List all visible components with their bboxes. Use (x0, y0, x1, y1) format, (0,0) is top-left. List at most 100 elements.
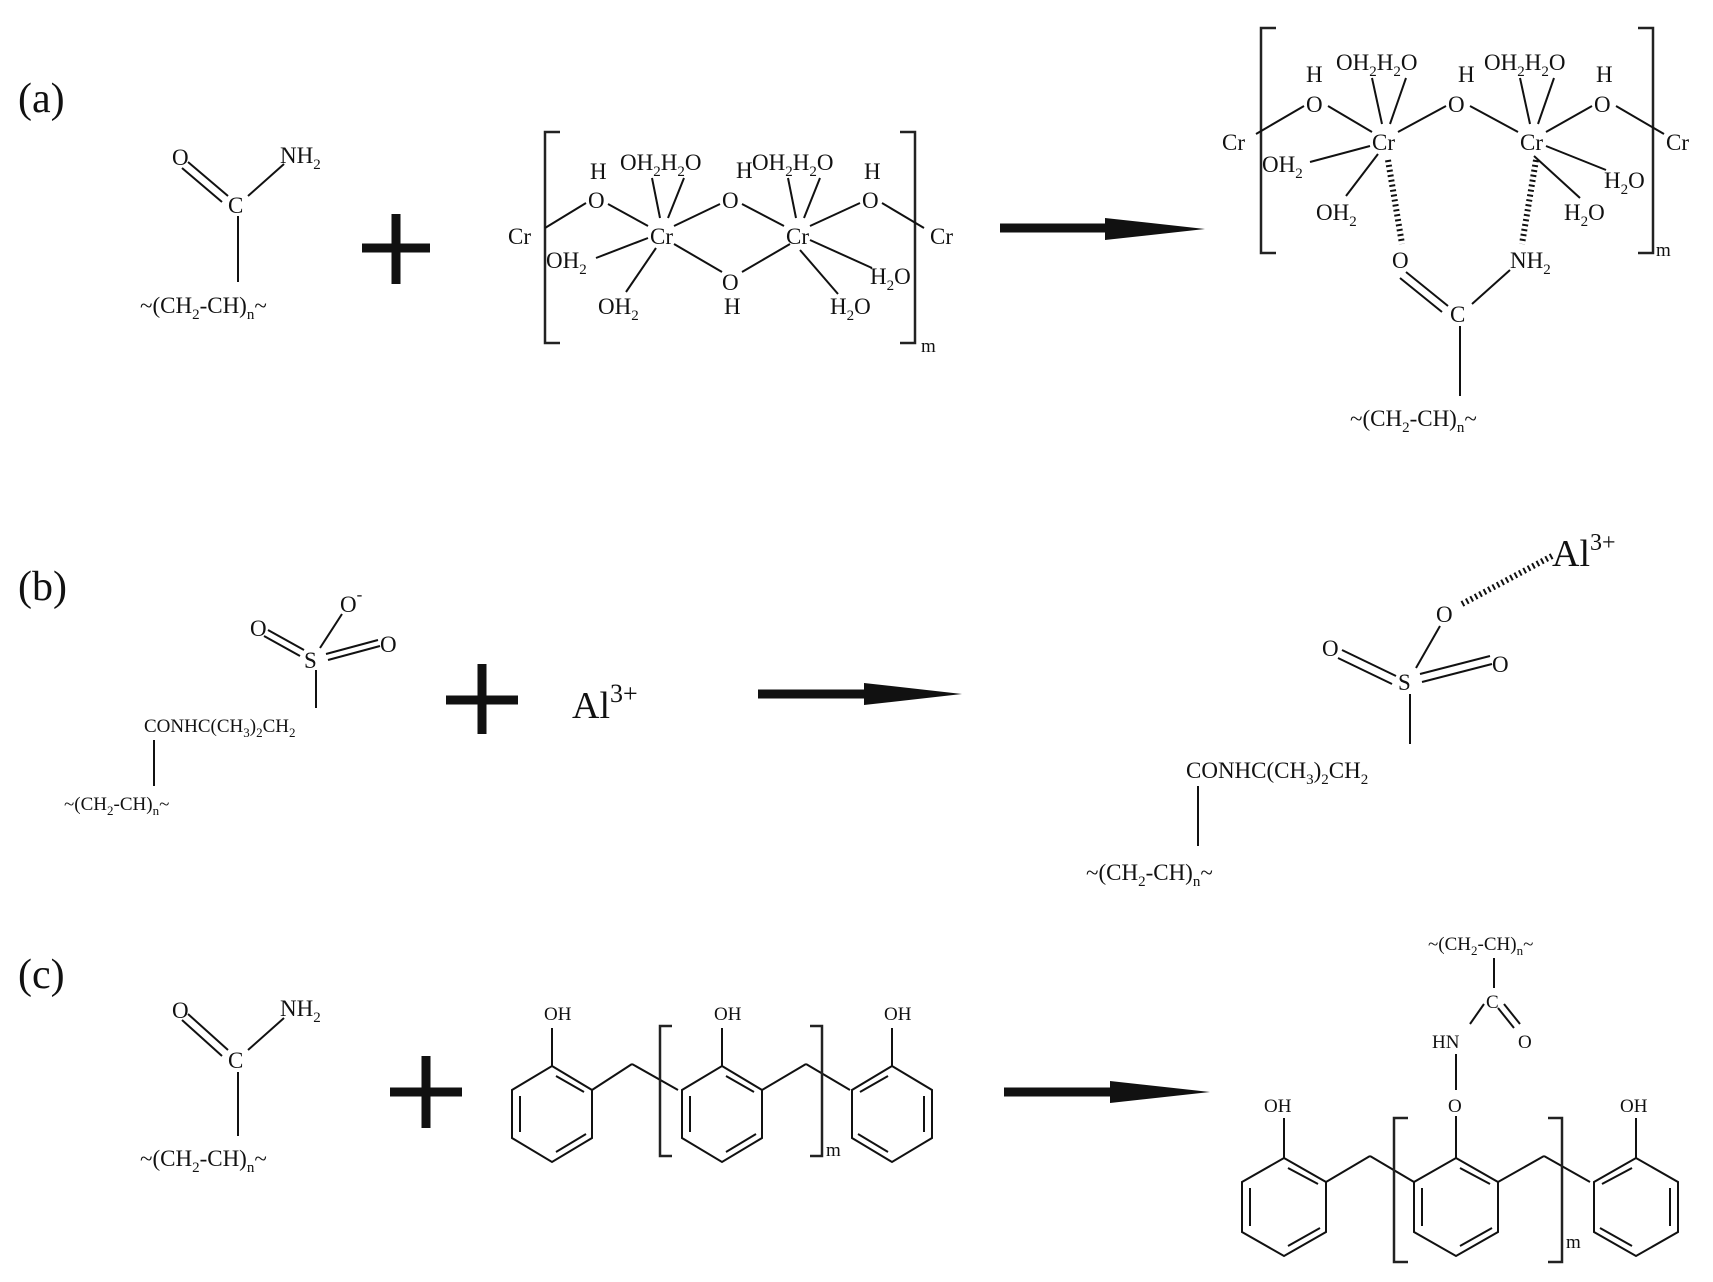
product-sulfonate-o-right: O (1492, 652, 1509, 677)
product-cr-right: Cr (1666, 130, 1689, 155)
phenol-ring-1 (511, 1028, 593, 1164)
panel-c-polyacrylamide: O NH2 C ~(CH2-CH)n~ (140, 996, 321, 1176)
c-product-carbonyl-c: C (1486, 992, 1499, 1013)
product-aqua-left: OH2 (1262, 152, 1303, 182)
c-carbonyl-carbon: C (228, 1048, 243, 1073)
aqua-top-1: OH2H2O (620, 150, 701, 180)
product-o-1: O (1306, 92, 1323, 117)
aqua-bottom-1: OH2 (598, 294, 639, 324)
c-product-ring-2 (1413, 1156, 1499, 1258)
c-product-backbone: ~(CH2-CH)n~ (1428, 934, 1533, 958)
panel-b-sulfonate-polymer: O- O O S CONHC(CH3)2CH2 ~(CH2-CH)n~ (64, 585, 397, 818)
hydroxo-h-1: H (590, 159, 607, 184)
panel-c: (c) O NH2 C ~(CH2-CH)n~ OH OH OH (18, 934, 1679, 1264)
product-aqua-bottom-right: H2O (1564, 200, 1605, 230)
panel-c-phenolic-resin: OH OH OH m (511, 1004, 933, 1164)
panel-b-backbone: ~(CH2-CH)n~ (64, 794, 169, 818)
hydroxo-h-2: H (736, 158, 753, 183)
product-aqua-top-2: OH2H2O (1484, 50, 1565, 80)
carbonyl-oxygen: O (172, 145, 189, 170)
product-aluminum-ion: Al3+ (1552, 530, 1616, 575)
product-amide-linker: CONHC(CH3)2CH2 (1186, 758, 1368, 788)
hydroxo-h-4: H (724, 294, 741, 319)
sulfonate-o-right: O (380, 632, 397, 657)
panel-a-chromium-complex: m Cr Cr Cr Cr H O O O H H O H OH2H2O OH2… (508, 130, 953, 357)
c-product-ether-o: O (1448, 1096, 1462, 1117)
panel-c-label: (c) (18, 952, 65, 998)
product-o-3: O (1594, 92, 1611, 117)
panel-a: (a) O NH2 C ~(CH2-CH)n~ m Cr Cr Cr Cr H (18, 26, 1689, 436)
product-h-3: H (1596, 62, 1613, 87)
hydroxo-o-2: O (722, 188, 739, 213)
product-amide-n: NH2 (1510, 248, 1551, 278)
c-amide-nitrogen: NH2 (280, 996, 321, 1026)
sulfonate-o-minus: O- (340, 585, 363, 617)
plus-sign-b (446, 664, 518, 734)
product-h-2: H (1458, 62, 1475, 87)
product-aqua-top-1: OH2H2O (1336, 50, 1417, 80)
panel-b-label: (b) (18, 564, 67, 610)
amide-linker: CONHC(CH3)2CH2 (144, 716, 295, 740)
c-carbonyl-oxygen: O (172, 998, 189, 1023)
c-product-ring-3 (1593, 1118, 1679, 1258)
chromium-left: Cr (508, 224, 531, 249)
sulfur: S (304, 648, 317, 673)
hydroxo-o-1: O (588, 188, 605, 213)
product-aqua-right: H2O (1604, 168, 1645, 198)
phenol-ring-3 (851, 1028, 933, 1164)
carbonyl-carbon: C (228, 193, 243, 218)
product-carbonyl-c: C (1450, 302, 1465, 327)
panel-b-product: Al3+ O O O S CONHC(CH3)2CH2 ~(CH2-CH)n~ (1086, 530, 1616, 890)
hydroxo-o-3: O (862, 188, 879, 213)
chromium-center-2: Cr (786, 224, 809, 249)
polymer-backbone: ~(CH2-CH)n~ (140, 293, 267, 323)
phenol-ring-2 (681, 1028, 763, 1164)
product-carbonyl-o: O (1392, 248, 1409, 273)
c-polymer-backbone: ~(CH2-CH)n~ (140, 1146, 267, 1176)
reaction-arrow-b (758, 683, 962, 705)
product-cr-left: Cr (1222, 130, 1245, 155)
hydroxo-h-3: H (864, 159, 881, 184)
panel-b: (b) O- O O S CONHC(CH3)2CH2 ~(CH2-CH)n~ … (18, 530, 1616, 890)
plus-sign (362, 214, 430, 284)
aluminum-ion: Al3+ (572, 679, 638, 727)
product-h-1: H (1306, 62, 1323, 87)
chromium-center-1: Cr (650, 224, 673, 249)
c-product-oh-3: OH (1620, 1096, 1648, 1117)
c-product-repeat-m: m (1566, 1232, 1581, 1253)
c-product-ring-1 (1241, 1118, 1327, 1258)
chromium-right: Cr (930, 224, 953, 249)
product-o-2: O (1448, 92, 1465, 117)
aqua-bottom-2: H2O (830, 294, 871, 324)
sulfonate-o-left: O (250, 616, 267, 641)
phenol-oh-1: OH (544, 1004, 572, 1025)
phenol-oh-2: OH (714, 1004, 742, 1025)
panel-a-polyacrylamide: O NH2 C ~(CH2-CH)n~ (140, 143, 321, 323)
panel-c-product: ~(CH2-CH)n~ C O HN O OH OH (1241, 934, 1679, 1264)
panel-a-crosslinked-product: m Cr Cr Cr Cr H O O H O H OH2H2O OH2H2O … (1222, 26, 1689, 436)
product-sulfonate-o-left: O (1322, 636, 1339, 661)
aqua-right-1: H2O (870, 264, 911, 294)
aqua-left-1: OH2 (546, 248, 587, 278)
product-sulfonate-o: O (1436, 602, 1453, 627)
reaction-arrow-a (1000, 218, 1205, 240)
product-cr-center-1: Cr (1372, 130, 1395, 155)
reaction-arrow-c (1004, 1081, 1210, 1103)
panel-b-product-backbone: ~(CH2-CH)n~ (1086, 860, 1213, 890)
product-sulfur: S (1398, 670, 1411, 695)
plus-sign-c (390, 1056, 462, 1128)
product-repeat-index-m: m (1656, 240, 1671, 261)
c-product-oh-1: OH (1264, 1096, 1292, 1117)
c-product-hn: HN (1432, 1032, 1460, 1053)
product-polymer-backbone: ~(CH2-CH)n~ (1350, 406, 1477, 436)
repeat-index-m: m (921, 336, 936, 357)
c-product-carbonyl-o: O (1518, 1032, 1532, 1053)
hydroxo-o-4: O (722, 270, 739, 295)
phenolic-repeat-m: m (826, 1140, 841, 1161)
product-cr-center-2: Cr (1520, 130, 1543, 155)
phenol-oh-3: OH (884, 1004, 912, 1025)
aqua-top-2: OH2H2O (752, 150, 833, 180)
product-aqua-bottom: OH2 (1316, 200, 1357, 230)
panel-a-label: (a) (18, 76, 65, 122)
